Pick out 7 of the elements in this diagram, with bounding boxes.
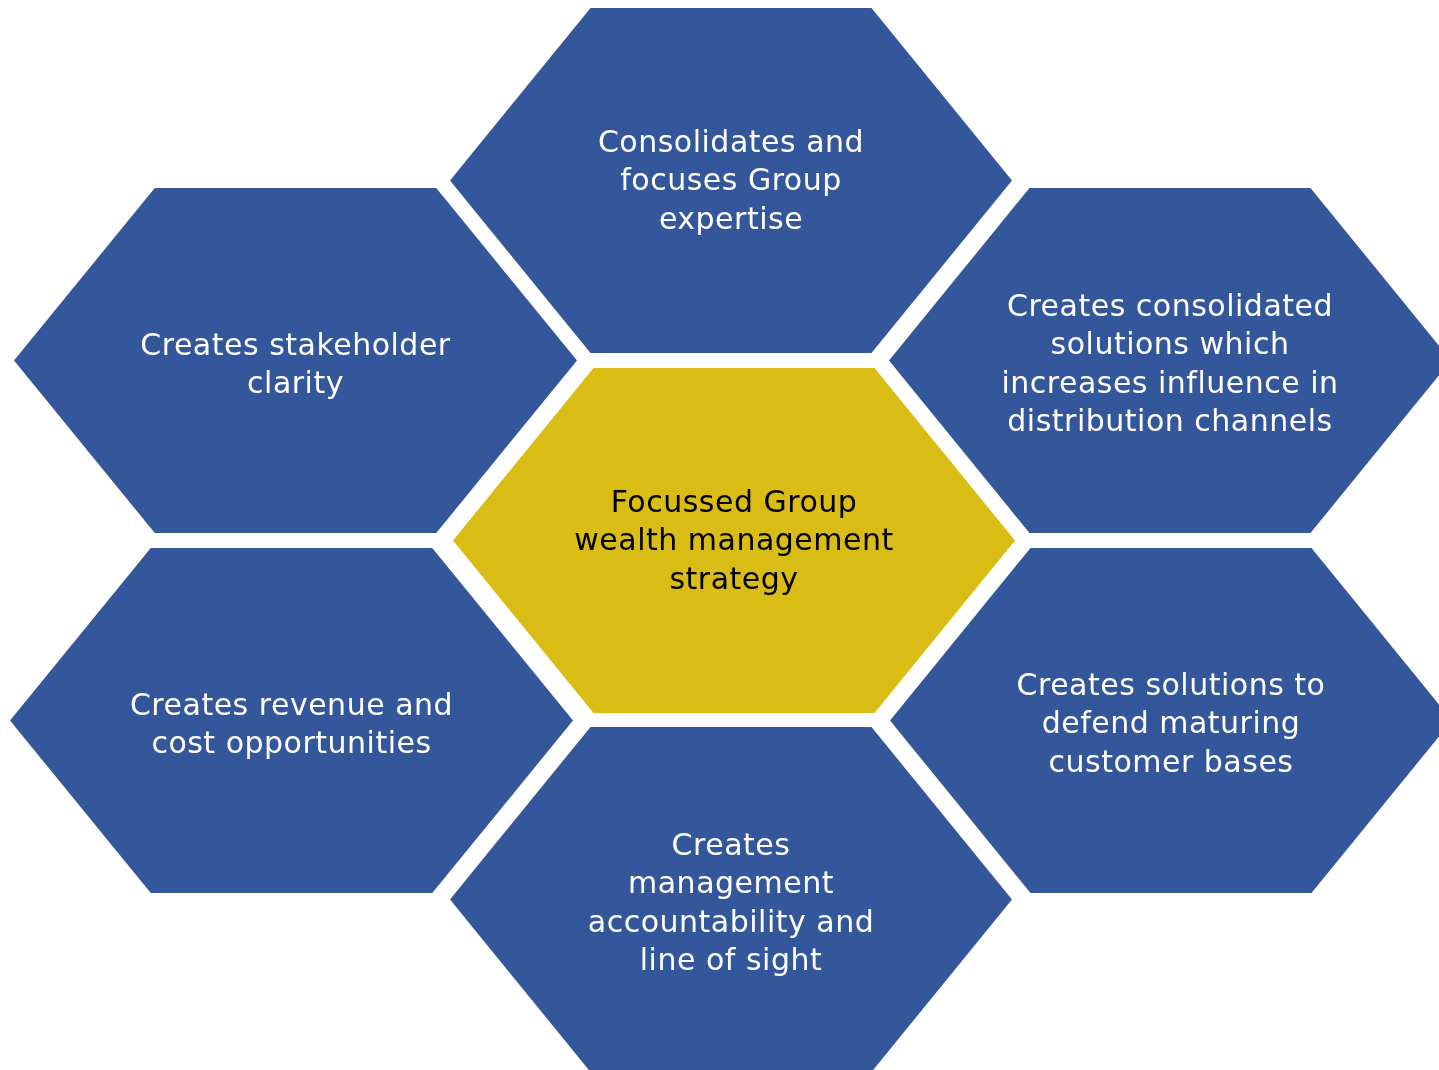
- hexagon-text: Creates management accountability and line of sight: [586, 825, 876, 980]
- hexagon-text: Creates solutions to defend maturing customer bases: [1015, 666, 1327, 782]
- hexagon-text: Consolidates and focuses Group expertise: [596, 122, 866, 238]
- hexagon-text: Creates consolidated solutions which increases influence in distribution channels: [1000, 286, 1340, 441]
- hexagon-text: Focussed Group wealth management strategy: [573, 482, 895, 598]
- hexagon-text: Creates stakeholder clarity: [139, 325, 452, 402]
- hexagon-text: Creates revenue and cost opportunities: [128, 685, 455, 762]
